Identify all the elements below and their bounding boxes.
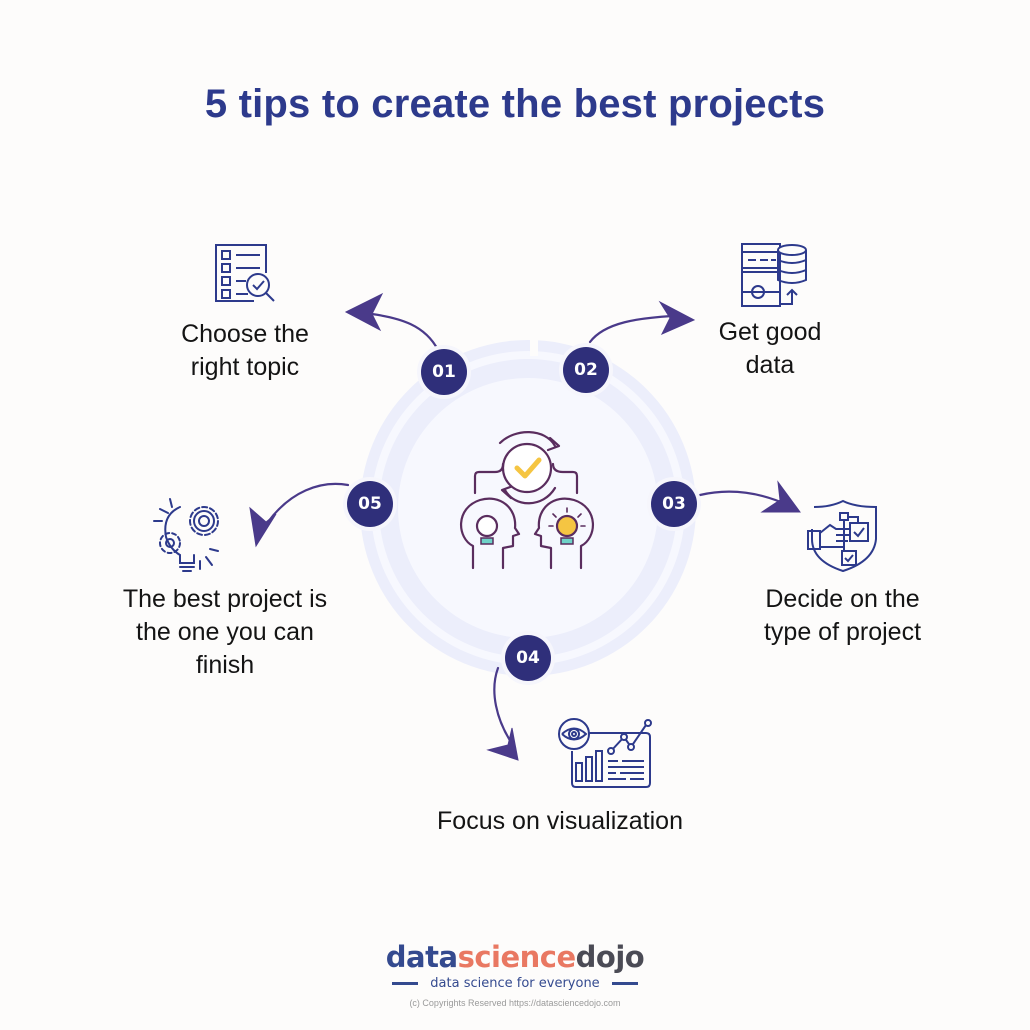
logo-part-science: science [457, 940, 577, 974]
tagline-rule-left [392, 982, 419, 985]
logo-part-dojo: dojo [575, 940, 645, 974]
tip-01-line2: right topic [190, 353, 300, 381]
tip-05-line2: the one you can [136, 618, 314, 646]
two-heads-ideas-cycle-icon [460, 431, 594, 570]
checklist-magnifier-icon [215, 244, 275, 302]
logo-wordmark: datasciencedojo [0, 940, 1030, 974]
tip-05-label: The best project is the one you can fini… [100, 583, 350, 682]
tip-03-badge: 03 [651, 481, 697, 527]
server-database-icon [741, 243, 807, 307]
tip-02-badge: 02 [563, 347, 609, 393]
copyright-text: (c) Copyrights Reserved https://datascie… [409, 998, 621, 1008]
tagline-rule-right [611, 982, 638, 985]
tip-03-line2: type of project [763, 618, 922, 646]
tagline: data science for everyone [430, 976, 600, 991]
tip-05-badge: 05 [347, 481, 393, 527]
tip-01-badge: 01 [421, 349, 467, 395]
tip-04-badge: 04 [505, 635, 551, 681]
tip-05-line1: The best project is [122, 585, 328, 613]
logo-part-data: data [385, 940, 458, 974]
page-title: 5 tips to create the best projects [204, 82, 826, 126]
lightbulb-gears-icon [153, 498, 219, 572]
tip-04-line1: Focus on visualization [437, 807, 683, 835]
tip-02-label: Get good data [690, 316, 850, 382]
tip-03-line1: Decide on the [765, 585, 920, 613]
tip-01-line1: Choose the [181, 320, 309, 348]
tip-02-line1: Get good [718, 318, 822, 346]
tagline-row: data science for everyone [0, 976, 1030, 991]
tip-03-label: Decide on the type of project [730, 583, 955, 649]
tip-04-label: Focus on visualization [400, 805, 720, 838]
dashboard-eye-chart-icon [558, 718, 652, 788]
tip-01-label: Choose the right topic [150, 318, 340, 384]
brand-logo: datasciencedojo data science for everyon… [0, 940, 1030, 991]
tip-05-line3: finish [195, 651, 255, 679]
tip-02-line2: data [745, 351, 795, 379]
shield-hand-checklist-icon [807, 499, 877, 573]
